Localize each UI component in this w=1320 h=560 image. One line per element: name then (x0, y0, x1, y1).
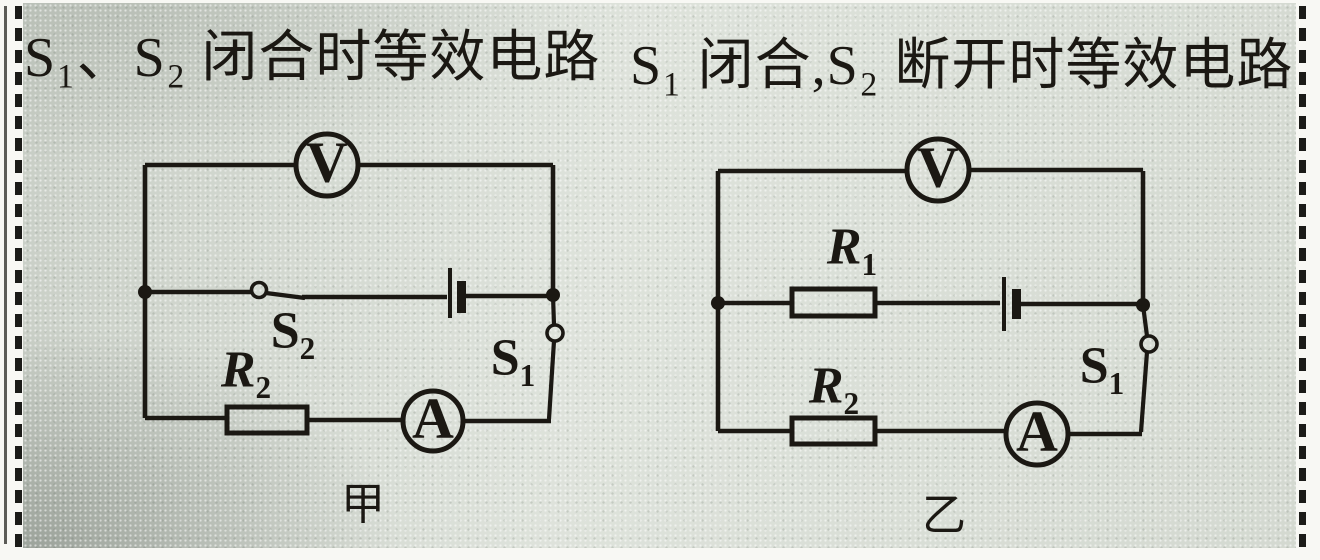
wire (550, 294, 557, 326)
voltmeter-letter: V (917, 134, 959, 200)
junction-dot (138, 285, 152, 299)
label-subscript: 1 (519, 358, 536, 394)
label-s2: S2 (270, 302, 316, 367)
page-edge-line (4, 6, 7, 544)
label-subscript: 1 (1108, 366, 1125, 402)
ammeter-letter: A (1016, 398, 1058, 464)
switch-s1-hinge (1139, 334, 1159, 354)
battery-short-plate (457, 281, 466, 313)
battery-short-plate (1012, 289, 1021, 319)
switch-s1-blade (1138, 351, 1150, 433)
voltmeter-circle (293, 131, 361, 199)
switch-s2-hinge (249, 280, 269, 300)
label-r2: R2 (220, 341, 272, 406)
resistor-r2-box (789, 415, 878, 447)
label-subscript: 2 (843, 386, 860, 422)
right-dashed-border (1299, 6, 1306, 548)
switch-s1-blade (546, 340, 557, 420)
label-subscript: 2 (255, 370, 272, 406)
label-r2: R2 (808, 357, 860, 422)
ammeter-letter: A (412, 385, 454, 451)
label-s1: S1 (490, 329, 536, 394)
label-symbol: R (808, 357, 844, 415)
voltmeter-circle (904, 136, 972, 204)
circuit-jia (138, 131, 565, 454)
junction-dot (711, 296, 725, 310)
left-dashed-border (15, 6, 22, 548)
switch-s1-hinge (545, 323, 565, 343)
left-circuit-title: S₁、S₂ 闭合时等效电路 (24, 27, 601, 89)
caption-jia: 甲 (341, 480, 385, 529)
label-subscript: 1 (861, 247, 878, 283)
label-symbol: S (270, 302, 300, 360)
label-s1: S1 (1079, 337, 1125, 402)
label-symbol: S (490, 329, 520, 387)
label-symbol: R (826, 218, 862, 276)
resistor-r2-box (224, 404, 310, 436)
right-circuit-title: S₁ 闭合,S₂ 断开时等效电路 (630, 35, 1294, 97)
switch-s2-blade (265, 290, 306, 301)
label-subscript: 2 (299, 331, 316, 367)
voltmeter-letter: V (306, 129, 348, 195)
paper-background (23, 3, 1296, 548)
label-r1: R1 (826, 218, 878, 283)
resistor-r1-box (789, 286, 878, 319)
circuit-yi (711, 136, 1159, 468)
caption-yi: 乙 (922, 491, 966, 540)
wire (1140, 304, 1150, 337)
label-symbol: S (1079, 337, 1109, 395)
label-symbol: R (220, 341, 256, 399)
